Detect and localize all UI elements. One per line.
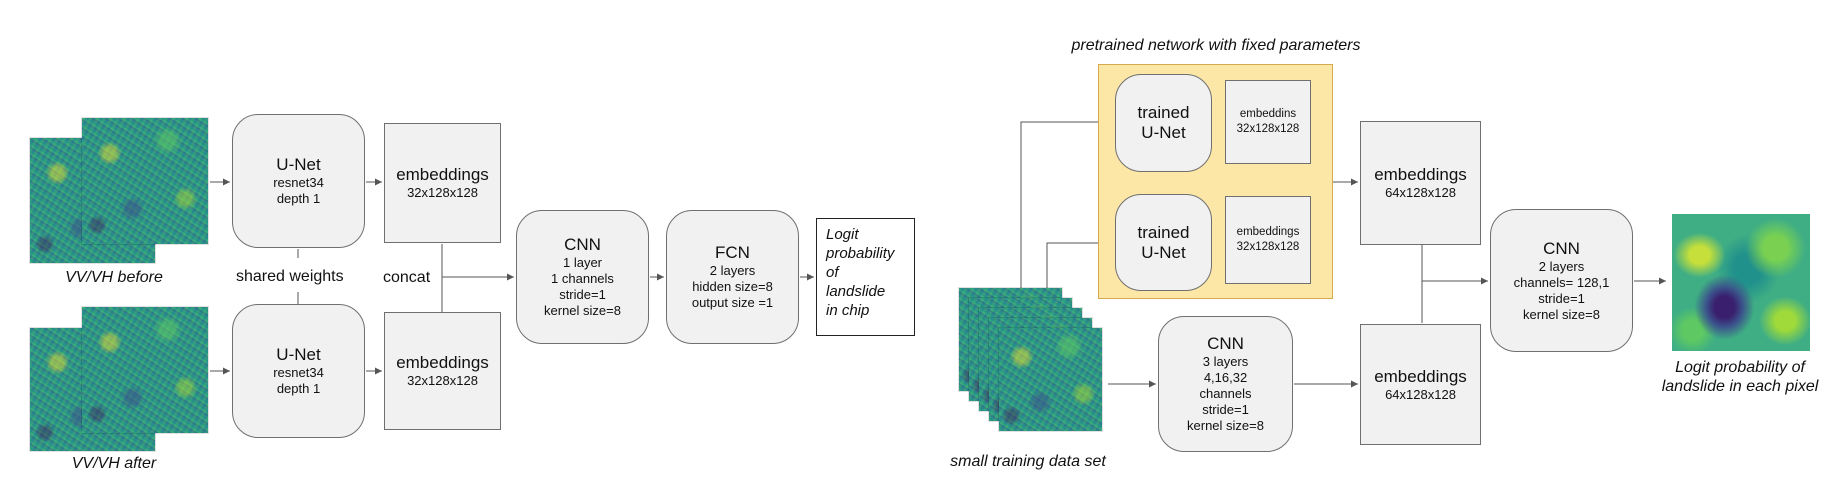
unet-top-line2: depth 1 (276, 191, 321, 206)
cnn-3-layer-title: CNN (1207, 334, 1244, 353)
cnn-2-layer-title: CNN (1543, 238, 1580, 258)
trained-unet-top-line2: U-Net (1141, 123, 1186, 142)
cnn-3-layer-line: kernel size=8 (1187, 418, 1264, 433)
unet-bottom-box: U-Net resnet34 depth 1 (232, 304, 365, 438)
trained-unet-top-line1: trained (1137, 103, 1190, 122)
embeddings-small-bottom-title: embeddings (1236, 226, 1300, 238)
arrow-data-to-trained-unet-bottom (1046, 239, 1112, 288)
fcn-title: FCN (715, 243, 750, 262)
output-line: of (826, 264, 839, 281)
output-line: landslide (826, 283, 886, 300)
embeddins-small-top-dims: 32x128x128 (1236, 123, 1300, 135)
cnn-2-layer-line: stride=1 (1538, 290, 1585, 306)
embeddings-64-bottom-dims: 64x128x128 (1385, 386, 1456, 402)
before-image-front (82, 118, 208, 244)
trained-unet-top-box: trained U-Net (1115, 74, 1212, 172)
unet-bottom-title: U-Net (276, 345, 321, 364)
cnn-line: kernel size=8 (544, 303, 621, 318)
cnn-3-layer-line: stride=1 (1202, 402, 1249, 417)
concat-label: concat (383, 269, 431, 286)
cnn-2-layer-box: CNN 2 layers channels= 128,1 stride=1 ke… (1490, 209, 1633, 352)
input-after-label: VV/VH after (71, 455, 157, 472)
embeddings-bottom-box: embeddings 32x128x128 (384, 312, 501, 430)
fcn-line: 2 layers (709, 263, 756, 278)
fcn-line: output size =1 (691, 295, 774, 310)
fcn-box: FCN 2 layers hidden size=8 output size =… (666, 210, 799, 344)
embeddings-bottom-dims: 32x128x128 (407, 373, 478, 388)
cnn-2-layer-line: kernel size=8 (1523, 306, 1600, 322)
embeddings-top-dims: 32x128x128 (407, 185, 478, 200)
cnn-line: stride=1 (559, 287, 606, 302)
cnn-2-layer-line: channels= 128,1 (1513, 274, 1610, 290)
trained-unet-bottom-box: trained U-Net (1115, 194, 1212, 291)
output-line: probability (826, 245, 895, 262)
output-line: in chip (826, 302, 870, 319)
embeddings-top-box: embeddings 32x128x128 (384, 123, 501, 243)
dataset-label: small training data set (950, 453, 1106, 470)
cnn-3-layer-box: CNN 3 layers 4,16,32 channels stride=1 k… (1158, 316, 1293, 452)
embeddings-bottom-title: embeddings (396, 353, 489, 372)
cnn-line: 1 layer (562, 255, 603, 270)
embeddings-small-bottom-dims: 32x128x128 (1236, 241, 1300, 253)
trained-unet-bottom-line1: trained (1137, 222, 1190, 242)
dataset-image (999, 328, 1102, 431)
cnn-3-layer-line: channels (1199, 386, 1252, 401)
output-pixel-line: Logit probability of (1675, 359, 1805, 376)
pretrained-label: pretrained network with fixed parameters (1071, 37, 1361, 54)
cnn-3-layer-line: 4,16,32 (1203, 370, 1248, 385)
cnn-3-layer-line: 3 layers (1202, 354, 1249, 369)
trained-unet-bottom-line2: U-Net (1141, 242, 1186, 262)
embeddings-top-title: embeddings (396, 165, 489, 184)
cnn-box: CNN 1 layer 1 channels stride=1 kernel s… (516, 210, 649, 344)
output-pixel-line: landslide in each pixel (1661, 378, 1819, 395)
arrow-data-to-trained-unet-top (1020, 118, 1112, 288)
embeddings-small-bottom-box: embeddings 32x128x128 (1225, 196, 1311, 284)
logit-map-image (1672, 214, 1810, 351)
unet-top-box: U-Net resnet34 depth 1 (232, 114, 365, 248)
embeddings-64-top-title: embeddings (1374, 165, 1467, 184)
embeddins-small-top-box: embeddins 32x128x128 (1225, 80, 1311, 164)
unet-top-line1: resnet34 (273, 175, 324, 190)
after-image-front (82, 307, 208, 433)
output-chip-box: Logit probability of landslide in chip (816, 218, 915, 336)
cnn-2-layer-line: 2 layers (1538, 258, 1585, 274)
output-pixel-label: Logit probability of landslide in each p… (1640, 358, 1840, 396)
unet-bottom-line2: depth 1 (276, 381, 321, 396)
unet-bottom-line1: resnet34 (273, 365, 324, 380)
output-line: Logit (826, 226, 859, 243)
embeddins-small-top-title: embeddins (1239, 108, 1297, 120)
unet-top-title: U-Net (276, 155, 321, 174)
embeddings-64-bottom-box: embeddings 64x128x128 (1360, 324, 1481, 445)
embeddings-64-top-dims: 64x128x128 (1385, 185, 1456, 200)
shared-weights-label: shared weights (236, 268, 344, 285)
fcn-line: hidden size=8 (692, 279, 773, 294)
embeddings-64-top-box: embeddings 64x128x128 (1360, 121, 1481, 245)
embeddings-64-bottom-title: embeddings (1374, 366, 1467, 386)
cnn-line: 1 channels (551, 271, 614, 286)
input-before-label: VV/VH before (65, 269, 163, 286)
cnn-title: CNN (564, 235, 601, 254)
